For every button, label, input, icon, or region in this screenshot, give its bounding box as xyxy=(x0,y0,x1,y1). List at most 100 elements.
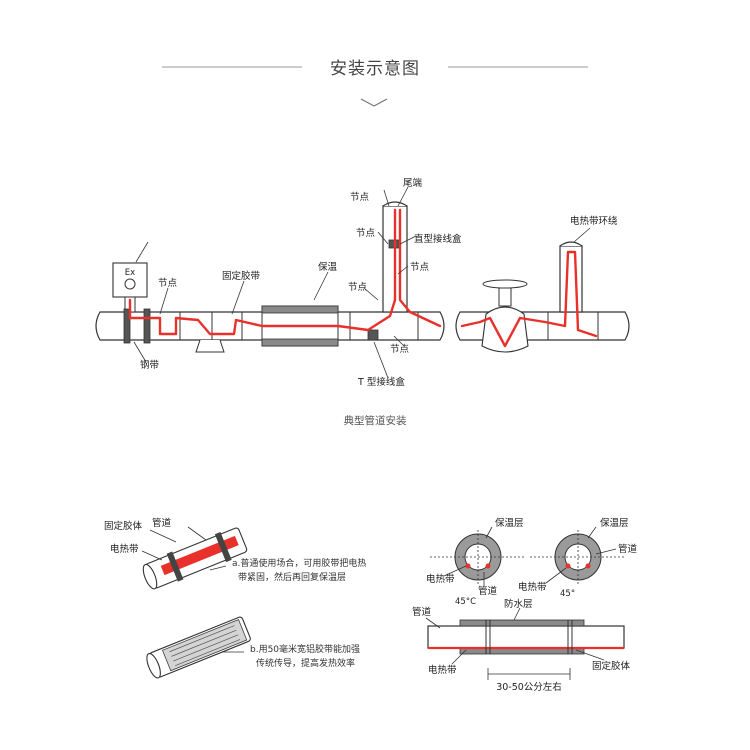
label-straight-box: 直型接线盒 xyxy=(414,233,462,245)
leader xyxy=(545,567,567,584)
label-side-pipe: 管道 xyxy=(412,606,432,618)
pipe-a-cable xyxy=(160,535,239,576)
leader xyxy=(313,271,329,301)
side-pipe xyxy=(427,625,625,649)
tee-junction-box xyxy=(367,329,379,341)
label-side-waterproof: 防水层 xyxy=(504,598,533,610)
label-node-tee: 节点 xyxy=(348,282,368,293)
leader xyxy=(149,529,177,543)
steel-band-clamp xyxy=(123,308,131,344)
heating-cable-main xyxy=(128,208,397,336)
riser-cap xyxy=(382,201,408,207)
leader xyxy=(397,265,409,275)
tape-stripe xyxy=(175,639,241,666)
insulation-bottom xyxy=(261,338,339,347)
leader xyxy=(393,335,405,347)
label-node-top: 节点 xyxy=(350,192,370,203)
pipe-b-end xyxy=(146,652,161,679)
leader xyxy=(425,617,441,629)
leader xyxy=(141,550,163,561)
main-caption: 典型管道安装 xyxy=(344,414,407,427)
label-right-angle: 45° xyxy=(560,589,575,599)
label-side-fixing-glue: 固定胶体 xyxy=(592,660,631,672)
cross-section-left-cable xyxy=(465,563,471,569)
leader xyxy=(397,186,409,207)
leader xyxy=(377,231,389,245)
leader xyxy=(231,280,245,315)
label-side-spacing: 30-50公分左右 xyxy=(496,681,562,693)
pipe-b-aluminum-tape xyxy=(161,619,248,672)
leader xyxy=(513,607,521,621)
leader xyxy=(587,526,597,539)
cross-section-right-cable xyxy=(585,563,591,569)
label-tee-box: T 型接线盒 xyxy=(357,376,405,388)
leader xyxy=(573,227,591,243)
label-left-angle: 45°C xyxy=(455,597,476,607)
header: 安装示意图 xyxy=(162,59,588,107)
label-fixing-glue: 固定胶体 xyxy=(104,520,143,532)
pipe-a-end xyxy=(142,563,158,590)
ex-box-gland xyxy=(124,278,136,290)
page-title: 安装示意图 xyxy=(330,59,420,79)
valve-stem xyxy=(498,287,512,307)
note-b-line1: b.用50毫米宽铝胶带能加强 xyxy=(250,643,360,655)
leader xyxy=(133,341,147,363)
leader xyxy=(159,287,169,315)
pipe-a xyxy=(142,527,248,590)
label-left-insulation: 保温层 xyxy=(495,517,524,529)
valve-handwheel xyxy=(482,279,528,289)
main-pipe-right xyxy=(455,311,630,341)
label-node-left: 节点 xyxy=(158,278,178,289)
bottom-right-sections: 保温层 电热带 管道 45°C 保温层 管道 电热带 45° 管道 防水层 电热… xyxy=(412,517,638,693)
leader xyxy=(383,189,390,207)
note-a-line2: 带紧固，然后再回复保温层 xyxy=(238,571,346,583)
chevron-down-icon xyxy=(360,98,388,107)
heating-cable-right xyxy=(460,250,598,348)
label-right-insulation: 保温层 xyxy=(600,517,629,529)
leader xyxy=(187,526,207,541)
note-b-line2: 传统传导，提高发热效率 xyxy=(256,657,355,669)
label-right-cable: 电热带 xyxy=(518,581,547,593)
pipe-a-band xyxy=(166,551,184,582)
leader xyxy=(373,341,389,379)
label-right-pipe: 管道 xyxy=(618,543,638,555)
label-steel-band: 钢带 xyxy=(140,359,160,371)
note-a-line1: a.普通使用场合，可用胶带把电热 xyxy=(232,557,366,569)
side-waterproof-top xyxy=(459,619,585,627)
tape-stripe xyxy=(171,629,237,657)
label-tail-end: 尾端 xyxy=(403,177,423,189)
label-heating-cable: 电热带 xyxy=(110,543,139,555)
leader xyxy=(135,241,149,263)
leader xyxy=(451,649,467,665)
ex-box-label: Ex xyxy=(125,268,135,278)
ex-junction-box xyxy=(112,262,148,298)
valve-body xyxy=(481,306,529,353)
leader xyxy=(363,287,379,301)
pipe-b xyxy=(146,616,251,679)
insulation-top xyxy=(261,305,339,314)
label-fixing-tape: 固定胶带 xyxy=(222,270,261,282)
label-pipe: 管道 xyxy=(152,517,172,529)
label-node-right: 节点 xyxy=(410,262,430,273)
label-left-cable: 电热带 xyxy=(426,573,455,585)
label-left-pipe: 管道 xyxy=(478,585,498,597)
heating-cable-tail xyxy=(398,208,442,328)
leader xyxy=(399,235,417,245)
leader xyxy=(575,649,605,661)
label-insulation: 保温 xyxy=(318,261,338,273)
leader xyxy=(443,565,467,577)
riser-right-cap xyxy=(559,241,583,247)
label-side-cable: 电热带 xyxy=(428,664,457,676)
pipe-support xyxy=(195,339,225,353)
label-node-mid: 节点 xyxy=(356,228,376,239)
tape-stripe xyxy=(169,625,235,653)
tape-stripe xyxy=(173,634,239,662)
steel-band-clamp-2 xyxy=(143,308,151,344)
label-node-lower: 节点 xyxy=(390,344,410,355)
bottom-left-examples: 固定胶体 管道 电热带 a.普通使用场合，可用胶带把电热 带紧固，然后再回复保温… xyxy=(104,517,366,679)
cross-section-right-cable xyxy=(565,563,571,569)
label-cable-wrap: 电热带环绕 xyxy=(570,215,618,227)
cross-section-left-cable xyxy=(485,563,491,569)
riser-right xyxy=(559,245,583,313)
